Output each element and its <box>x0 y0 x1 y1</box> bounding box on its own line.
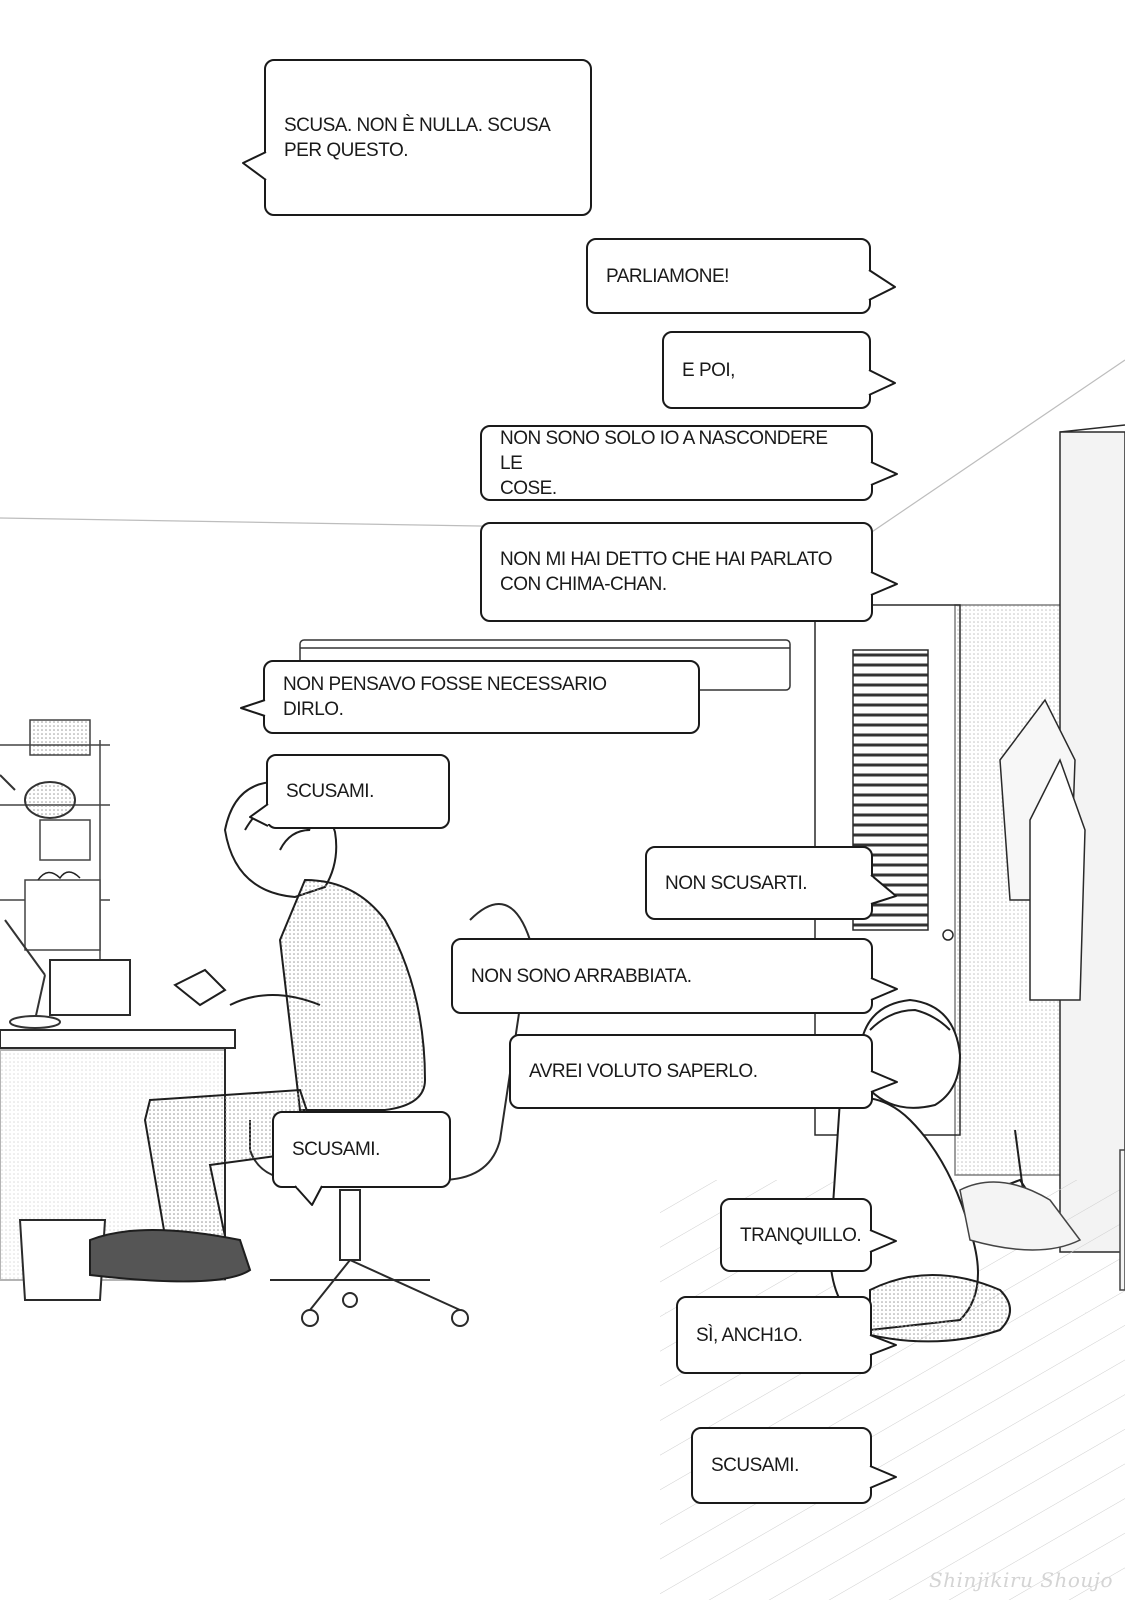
speech-bubble: NON SONO SOLO IO A NASCONDERE LE COSE. <box>480 425 873 501</box>
bubble-text: TRANQUILLO. <box>740 1224 862 1246</box>
speech-bubble: SCUSAMI. <box>691 1427 872 1504</box>
floor-objects <box>959 1149 1125 1291</box>
speech-bubble: NON MI HAI DETTO CHE HAI PARLATO CON CHI… <box>480 522 873 622</box>
speech-bubble: NON SCUSARTI. <box>645 846 873 920</box>
bubble-text: NON SCUSARTI. <box>665 872 808 894</box>
bubble-text: E POI, <box>682 359 735 381</box>
speech-bubble: NON PENSAVO FOSSE NECESSARIO DIRLO. <box>263 660 700 734</box>
speech-bubble: TRANQUILLO. <box>720 1198 872 1272</box>
speech-bubble: NON SONO ARRABBIATA. <box>451 938 873 1014</box>
bubble-text: SCUSAMI. <box>711 1455 799 1476</box>
speech-bubble: SCUSAMI. <box>272 1111 451 1188</box>
bubble-text: SCUSAMI. <box>292 1139 380 1160</box>
shelf <box>0 719 110 1000</box>
bubble-text: NON SONO SOLO IO A NASCONDERE LE COSE. <box>500 427 828 499</box>
bubble-text: SCUSA. NON È NULLA. SCUSA PER QUESTO. <box>284 114 551 161</box>
speech-bubble: SCUSAMI. <box>266 754 450 829</box>
closet <box>814 424 1125 1253</box>
bubble-text: NON SONO ARRABBIATA. <box>471 965 692 987</box>
desk-lamp <box>0 774 76 1029</box>
bubble-text: PARLIAMONE! <box>606 265 729 287</box>
speech-bubble: AVREI VOLUTO SAPERLO. <box>509 1034 873 1109</box>
watermark: Shinjikiru Shoujo <box>928 1568 1113 1592</box>
bubble-text: SCUSAMI. <box>286 781 374 802</box>
speech-bubble: E POI, <box>662 331 871 409</box>
speech-bubble: SÌ, ANCH1O. <box>676 1296 872 1374</box>
bubble-text: AVREI VOLUTO SAPERLO. <box>529 1061 758 1082</box>
bubble-text: NON PENSAVO FOSSE NECESSARIO DIRLO. <box>283 674 607 720</box>
bubble-text: SÌ, ANCH1O. <box>696 1324 803 1346</box>
speech-bubble: PARLIAMONE! <box>586 238 871 314</box>
speech-bubble: SCUSA. NON È NULLA. SCUSA PER QUESTO. <box>264 59 592 216</box>
bubble-text: NON MI HAI DETTO CHE HAI PARLATO CON CHI… <box>500 549 833 595</box>
